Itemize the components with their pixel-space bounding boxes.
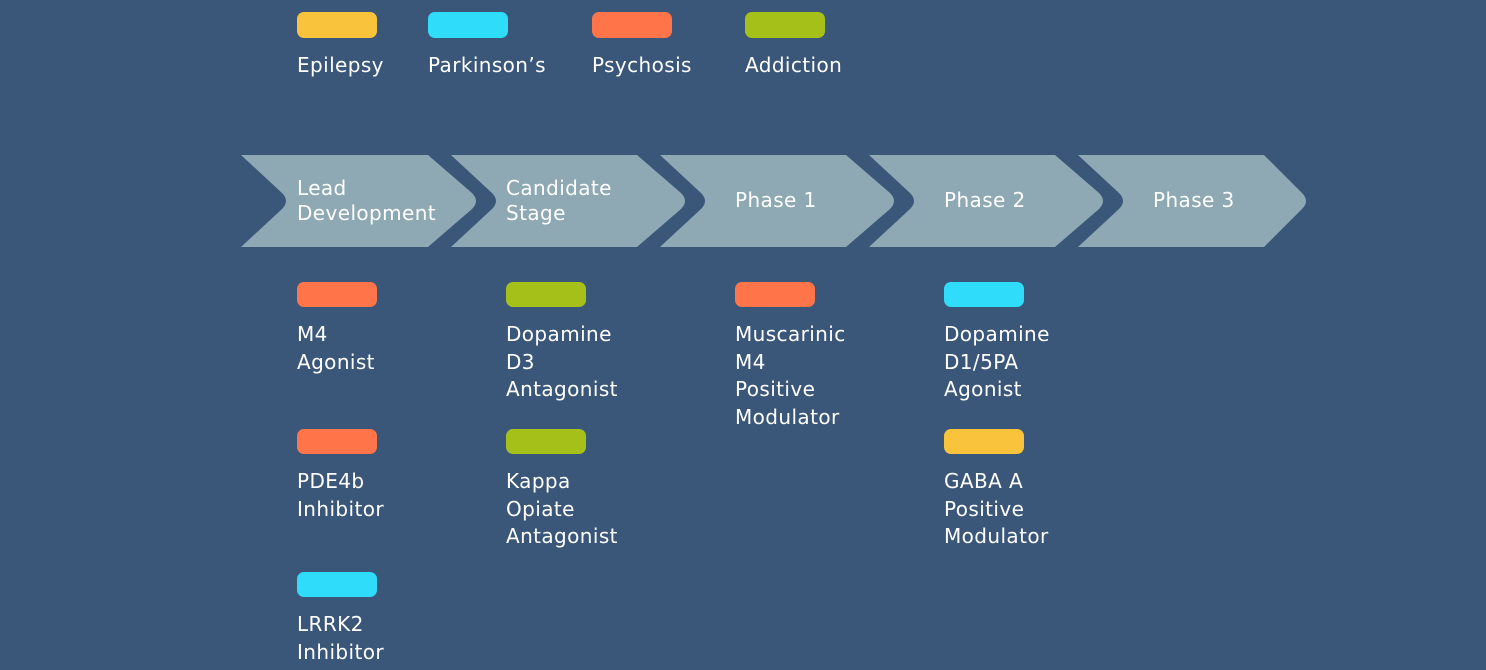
stage-arrow-phase-2 (869, 155, 1103, 247)
program-card-muscarinic-m4-positive-modulator: Muscarinic M4 Positive Modulator (735, 282, 846, 431)
program-label: M4 Agonist (297, 322, 375, 374)
stage-label-lead-development: Lead Development (297, 176, 437, 225)
program-label: Muscarinic M4 Positive Modulator (735, 322, 846, 429)
stage-arrow-candidate-stage (451, 155, 685, 247)
program-swatch (506, 429, 586, 454)
program-label: Dopamine D1/5PA Agonist (944, 322, 1050, 401)
program-label: GABA A Positive Modulator (944, 469, 1049, 548)
program-swatch (297, 572, 377, 597)
stage-label-phase-2: Phase 2 (944, 188, 1026, 212)
program-label: Kappa Opiate Antagonist (506, 469, 618, 548)
legend-item-addiction: Addiction (745, 12, 842, 77)
legend-label-parkinsons: Parkinson’s (428, 53, 546, 77)
program-swatch (297, 282, 377, 307)
program-card-pde4b-inhibitor: PDE4b Inhibitor (297, 429, 384, 523)
stage-label-phase-3: Phase 3 (1153, 188, 1235, 212)
stage-label-phase-1: Phase 1 (735, 188, 817, 212)
legend-swatch-epilepsy (297, 12, 377, 38)
program-card-gaba-a-positive-modulator: GABA A Positive Modulator (944, 429, 1049, 551)
legend-item-parkinsons: Parkinson’s (428, 12, 546, 77)
program-label: PDE4b Inhibitor (297, 469, 384, 521)
legend-label-addiction: Addiction (745, 53, 843, 77)
program-swatch (297, 429, 377, 454)
stage-label-candidate-stage: Candidate Stage (506, 176, 612, 225)
program-label: Dopamine D3 Antagonist (506, 322, 618, 401)
legend-label-psychosis: Psychosis (592, 53, 692, 77)
program-card-kappa-opiate-antagonist: Kappa Opiate Antagonist (506, 429, 618, 551)
stage-arrow-lead-development (241, 155, 476, 247)
legend-swatch-addiction (745, 12, 825, 38)
program-swatch (944, 282, 1024, 307)
legend-swatch-parkinsons (428, 12, 508, 38)
program-card-dopamine-d3-antagonist: Dopamine D3 Antagonist (506, 282, 618, 404)
program-swatch (506, 282, 586, 307)
program-label: LRRK2 Inhibitor (297, 612, 384, 664)
program-swatch (944, 429, 1024, 454)
program-card-lrrk2-inhibitor: LRRK2 Inhibitor (297, 572, 384, 666)
legend-item-psychosis: Psychosis (592, 12, 691, 77)
program-card-m4-agonist: M4 Agonist (297, 282, 377, 376)
legend-swatch-psychosis (592, 12, 672, 38)
stage-arrow-phase-1 (660, 155, 894, 247)
stage-arrow-phase-3 (1078, 155, 1306, 247)
program-swatch (735, 282, 815, 307)
legend-item-epilepsy: Epilepsy (297, 12, 384, 77)
legend-label-epilepsy: Epilepsy (297, 53, 384, 77)
program-card-dopamine-d15pa-agonist: Dopamine D1/5PA Agonist (944, 282, 1050, 404)
